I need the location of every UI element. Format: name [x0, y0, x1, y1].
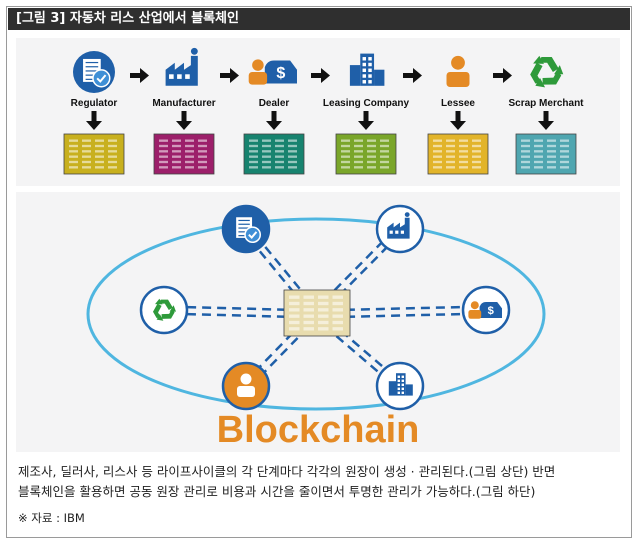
- flow-stage-label: Lessee: [441, 98, 475, 109]
- down-arrow-icon: [86, 111, 102, 130]
- flow-stage: Leasing Company: [323, 53, 410, 175]
- flow-stage-label: Regulator: [71, 98, 118, 109]
- flow-stage: Lessee: [427, 55, 489, 175]
- caption-line-1: 제조사, 딜러사, 리스사 등 라이프사이클의 각 단계마다 각각의 원장이 생…: [18, 464, 556, 479]
- caption-line-2: 블록체인을 활용하면 공동 원장 관리로 비용과 시간을 줄이면서 투명한 관리…: [18, 484, 536, 499]
- flow-stage-label: Scrap Merchant: [508, 98, 584, 109]
- factory-icon: [387, 212, 410, 239]
- person-icon: [446, 55, 470, 87]
- regulator-document-check-icon: [73, 51, 115, 93]
- manufacturer-node: [375, 204, 425, 254]
- stage-ledger: [63, 133, 125, 175]
- down-arrow-icon: [358, 111, 374, 130]
- flow-stage-label: Leasing Company: [323, 98, 410, 109]
- right-arrow-icon: [403, 68, 422, 83]
- recycle-icon: [530, 55, 564, 88]
- stage-ledger: [243, 133, 305, 175]
- ledger-connection: [163, 312, 316, 319]
- flow-stage-label: Manufacturer: [152, 98, 215, 109]
- lessee-node: [221, 361, 271, 411]
- flow-stage-label: Dealer: [259, 98, 290, 109]
- right-arrow-icon: [493, 68, 512, 83]
- leasing-company-node: [375, 361, 425, 411]
- stage-ledger: [335, 133, 397, 175]
- dealer-car-icon: $: [468, 301, 502, 319]
- scrap-merchant-node: [139, 285, 189, 335]
- regulator-document-check-icon: [234, 216, 261, 244]
- ledger-connection: [164, 305, 317, 312]
- dealer-node: $: [461, 285, 511, 335]
- figure-source: ※ 자료 : IBM: [18, 511, 85, 525]
- person-icon: [237, 373, 255, 397]
- flow-diagram: Regulator Manufacturer $ Dealer Leasing Comp…: [63, 47, 584, 175]
- svg-text:$: $: [276, 64, 285, 82]
- shared-ledger: [283, 289, 351, 337]
- stage-ledger: [515, 133, 577, 175]
- recycle-icon: [152, 298, 176, 321]
- dealer-car-icon: $: [248, 59, 297, 85]
- flow-stage: Scrap Merchant: [508, 55, 584, 175]
- figure-frame: [6, 6, 632, 538]
- blockchain-ring: [86, 217, 546, 411]
- right-arrow-icon: [130, 68, 149, 83]
- factory-icon: [165, 47, 198, 86]
- down-arrow-icon: [266, 111, 282, 130]
- stage-ledger: [153, 133, 215, 175]
- down-arrow-icon: [176, 111, 192, 130]
- ledger-flow-panel: Regulator Manufacturer $ Dealer Leasing Comp…: [16, 38, 620, 186]
- flow-stage: Regulator: [63, 51, 125, 175]
- regulator-node: [221, 204, 271, 254]
- flow-stage: Manufacturer: [152, 47, 216, 175]
- figure-title: [그림 3] 자동차 리스 산업에서 블록체인: [8, 8, 630, 30]
- down-arrow-icon: [450, 111, 466, 130]
- network-diagram: $ Blockchain: [86, 204, 546, 451]
- blockchain-network-panel: $ Blockchain: [16, 192, 620, 452]
- svg-text:$: $: [488, 305, 495, 317]
- down-arrow-icon: [538, 111, 554, 130]
- flow-stage: $ Dealer: [243, 59, 305, 175]
- ledger-connection: [315, 305, 486, 312]
- right-arrow-icon: [220, 68, 239, 83]
- right-arrow-icon: [311, 68, 330, 83]
- figure-caption: 제조사, 딜러사, 리스사 등 라이프사이클의 각 단계마다 각각의 원장이 생…: [18, 462, 624, 502]
- stage-ledger: [427, 133, 489, 175]
- office-building-icon: [349, 53, 385, 86]
- blockchain-label: Blockchain: [217, 409, 420, 451]
- ledger-connection: [316, 312, 487, 319]
- office-building-icon: [388, 373, 413, 396]
